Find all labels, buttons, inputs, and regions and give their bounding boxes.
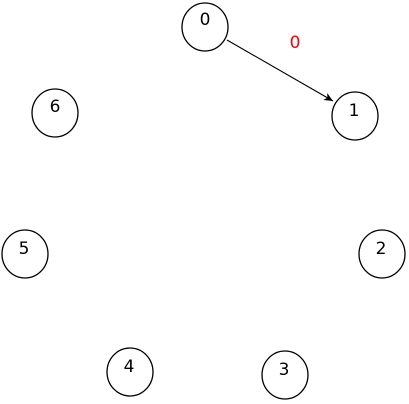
node-0: 0 bbox=[181, 2, 229, 52]
node-1-label: 1 bbox=[349, 101, 360, 121]
node-4-label: 4 bbox=[124, 357, 135, 377]
edge-0-to-1-line bbox=[226, 39, 334, 102]
node-5: 5 bbox=[1, 229, 49, 279]
node-2-circle bbox=[358, 229, 406, 279]
node-6-label: 6 bbox=[50, 97, 61, 117]
node-4: 4 bbox=[106, 347, 154, 397]
node-0-label: 0 bbox=[200, 10, 211, 30]
node-1: 1 bbox=[331, 91, 379, 141]
node-2-label: 2 bbox=[376, 239, 387, 259]
node-1-circle bbox=[331, 91, 379, 141]
node-3: 3 bbox=[261, 350, 309, 400]
node-6-circle bbox=[31, 88, 79, 138]
node-5-circle bbox=[1, 229, 49, 279]
node-3-label: 3 bbox=[279, 360, 290, 380]
node-4-circle bbox=[106, 347, 154, 397]
node-5-label: 5 bbox=[19, 239, 30, 259]
node-3-circle bbox=[261, 350, 309, 400]
node-6: 6 bbox=[31, 88, 79, 138]
node-0-circle bbox=[181, 2, 229, 52]
edge-0-to-1-label: 0 bbox=[290, 33, 301, 53]
node-2: 2 bbox=[358, 229, 406, 279]
edge-0-to-1: 0 bbox=[226, 33, 334, 102]
